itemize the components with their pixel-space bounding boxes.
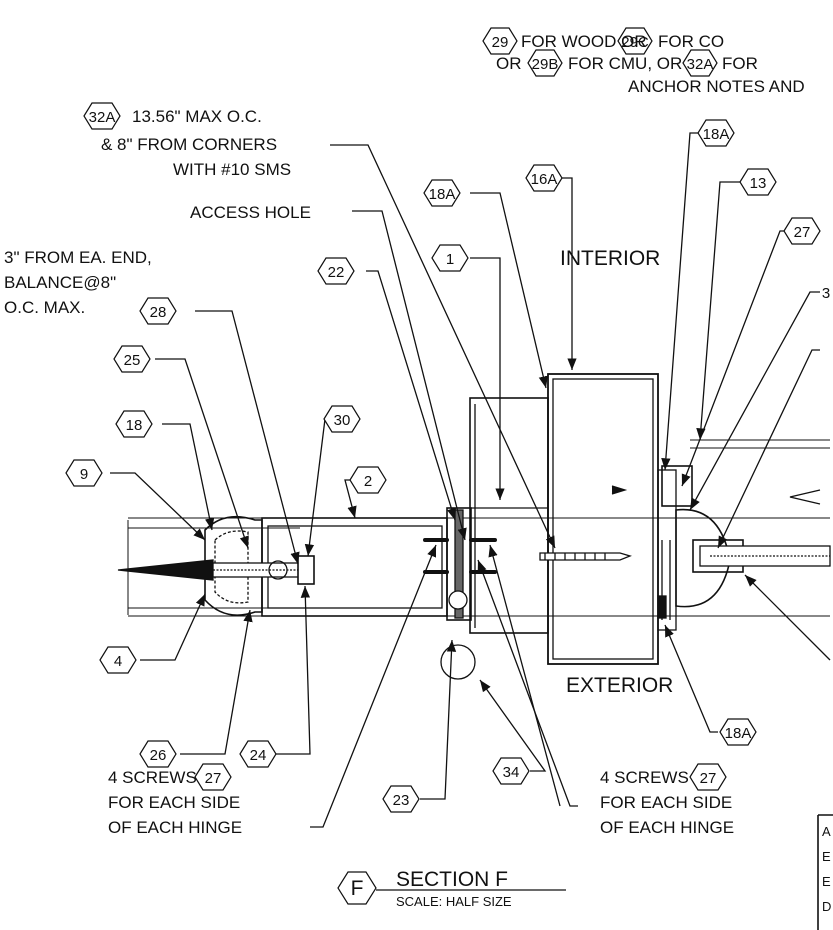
tag-1: 1: [446, 251, 454, 268]
screws-right-line1: 4 SCREWS: [600, 768, 689, 787]
tag-27-right: 27: [700, 770, 717, 787]
section-title: SECTION F: [396, 868, 508, 891]
note-3in-line1: 3" FROM EA. END,: [4, 248, 152, 267]
tag-29: 29: [492, 34, 509, 51]
tag-29c: 29C: [621, 34, 649, 51]
top-note-cmu: FOR CMU, OR: [568, 54, 682, 73]
tag-29b: 29B: [532, 56, 559, 73]
tag-16a: 16A: [531, 171, 558, 188]
tag-34: 34: [503, 764, 520, 781]
tag-4: 4: [114, 653, 122, 670]
tag-23: 23: [393, 792, 410, 809]
tag-18: 18: [126, 417, 143, 434]
note-3in-line2: BALANCE@8": [4, 273, 116, 292]
tag-27-top: 27: [794, 224, 811, 241]
section-tag: F: [351, 877, 364, 900]
tag-13: 13: [750, 175, 767, 192]
legend-line-2: E: [822, 849, 831, 864]
screws-left-line3: OF EACH HINGE: [108, 818, 242, 837]
legend-line-4: D: [822, 899, 831, 914]
note-32a-line2: & 8" FROM CORNERS: [101, 135, 277, 154]
top-note-text-2: FOR CO: [658, 32, 724, 51]
section-scale: SCALE: HALF SIZE: [396, 894, 512, 909]
access-hole-label: ACCESS HOLE: [190, 203, 311, 222]
screws-left-line1: 4 SCREWS: [108, 768, 197, 787]
tag-25: 25: [124, 352, 141, 369]
note-32a-line1: 13.56" MAX O.C.: [132, 107, 262, 126]
tag-28: 28: [150, 304, 167, 321]
top-note-for: FOR: [722, 54, 758, 73]
legend-line-1: A: [822, 824, 831, 839]
screws-right-line3: OF EACH HINGE: [600, 818, 734, 837]
screws-left-line2: FOR EACH SIDE: [108, 793, 240, 812]
top-note-anchor: ANCHOR NOTES AND: [628, 77, 805, 96]
note-3in-line3: O.C. MAX.: [4, 298, 85, 317]
tag-9: 9: [80, 466, 88, 483]
tag-26: 26: [150, 747, 167, 764]
tag-18a-bottom: 18A: [725, 725, 752, 742]
top-note-text-1: FOR WOOD OR: [521, 32, 647, 51]
note-32a-line3: WITH #10 SMS: [173, 160, 291, 179]
tag-3-partial: 3: [822, 285, 830, 302]
tag-32a: 32A: [89, 109, 116, 126]
tag-24: 24: [250, 747, 267, 764]
tag-30: 30: [334, 412, 351, 429]
tag-32a-top: 32A: [687, 56, 714, 73]
tag-27-left: 27: [205, 770, 222, 787]
top-note-or: OR: [496, 54, 522, 73]
tag-18a-left: 18A: [429, 186, 456, 203]
exterior-label: EXTERIOR: [566, 674, 673, 697]
tag-22: 22: [328, 264, 345, 281]
tag-2: 2: [364, 473, 372, 490]
interior-label: INTERIOR: [560, 247, 660, 270]
legend-line-3: E: [822, 874, 831, 889]
tag-18a-top: 18A: [703, 126, 730, 143]
screws-right-line2: FOR EACH SIDE: [600, 793, 732, 812]
